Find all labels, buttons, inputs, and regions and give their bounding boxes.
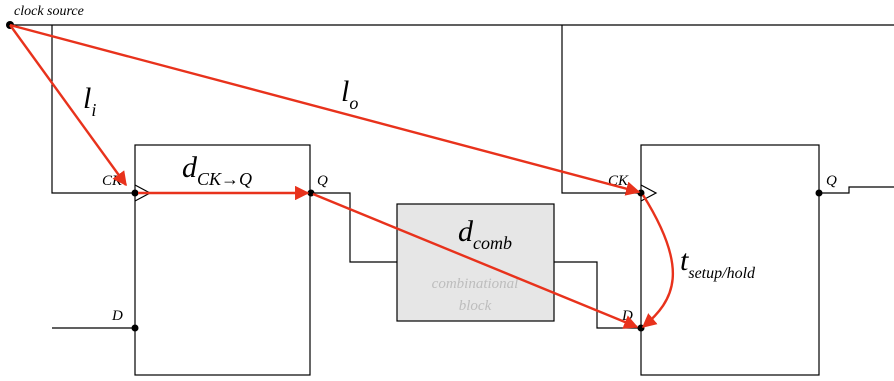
ff1-q-to-comb-wire — [311, 192, 397, 263]
combinational-wires — [311, 192, 641, 329]
comb-to-ff2-d-wire — [554, 261, 641, 329]
arrow-input-clock-delay — [9, 24, 127, 187]
clock-to-ff2-wire — [561, 25, 641, 194]
flip-flop-2-q-node — [815, 189, 823, 197]
clock-source-label: clock source — [14, 4, 84, 19]
delay-label-d-ck-q: dCK→Q — [182, 151, 252, 189]
flip-flop-1-q-label: Q — [317, 173, 328, 189]
delay-labels: li lo dCK→Q dcomb tsetup/hold — [83, 75, 756, 282]
flip-flop-2: CK Q D — [608, 144, 894, 376]
combinational-block-label-line2: block — [459, 298, 492, 314]
flip-flop-2-box — [640, 144, 820, 376]
flip-flop-1-d-node — [131, 324, 139, 332]
timing-arrows — [9, 23, 675, 329]
flip-flop-1-d-label: D — [111, 308, 123, 324]
arrow-output-clock-delay — [9, 23, 641, 196]
flip-flop-2-q-output-wire — [819, 186, 894, 194]
delay-label-lo: lo — [341, 75, 358, 113]
flip-flop-1-ck-node — [131, 189, 139, 197]
flip-flop-1-box — [134, 144, 311, 376]
combinational-block: combinational block — [396, 203, 555, 322]
delay-label-d-comb: dcomb — [458, 215, 512, 253]
arrow-combinational-delay — [312, 192, 639, 329]
delay-label-li: li — [83, 82, 96, 120]
arrow-setup-hold-time — [641, 194, 675, 328]
combinational-block-label-line1: combinational — [432, 276, 519, 292]
flip-flop-2-q-label: Q — [826, 173, 837, 189]
delay-label-t-setup-hold: tsetup/hold — [680, 244, 756, 282]
combinational-block-box — [396, 203, 555, 322]
flip-flop-1: CK Q D — [52, 144, 328, 376]
